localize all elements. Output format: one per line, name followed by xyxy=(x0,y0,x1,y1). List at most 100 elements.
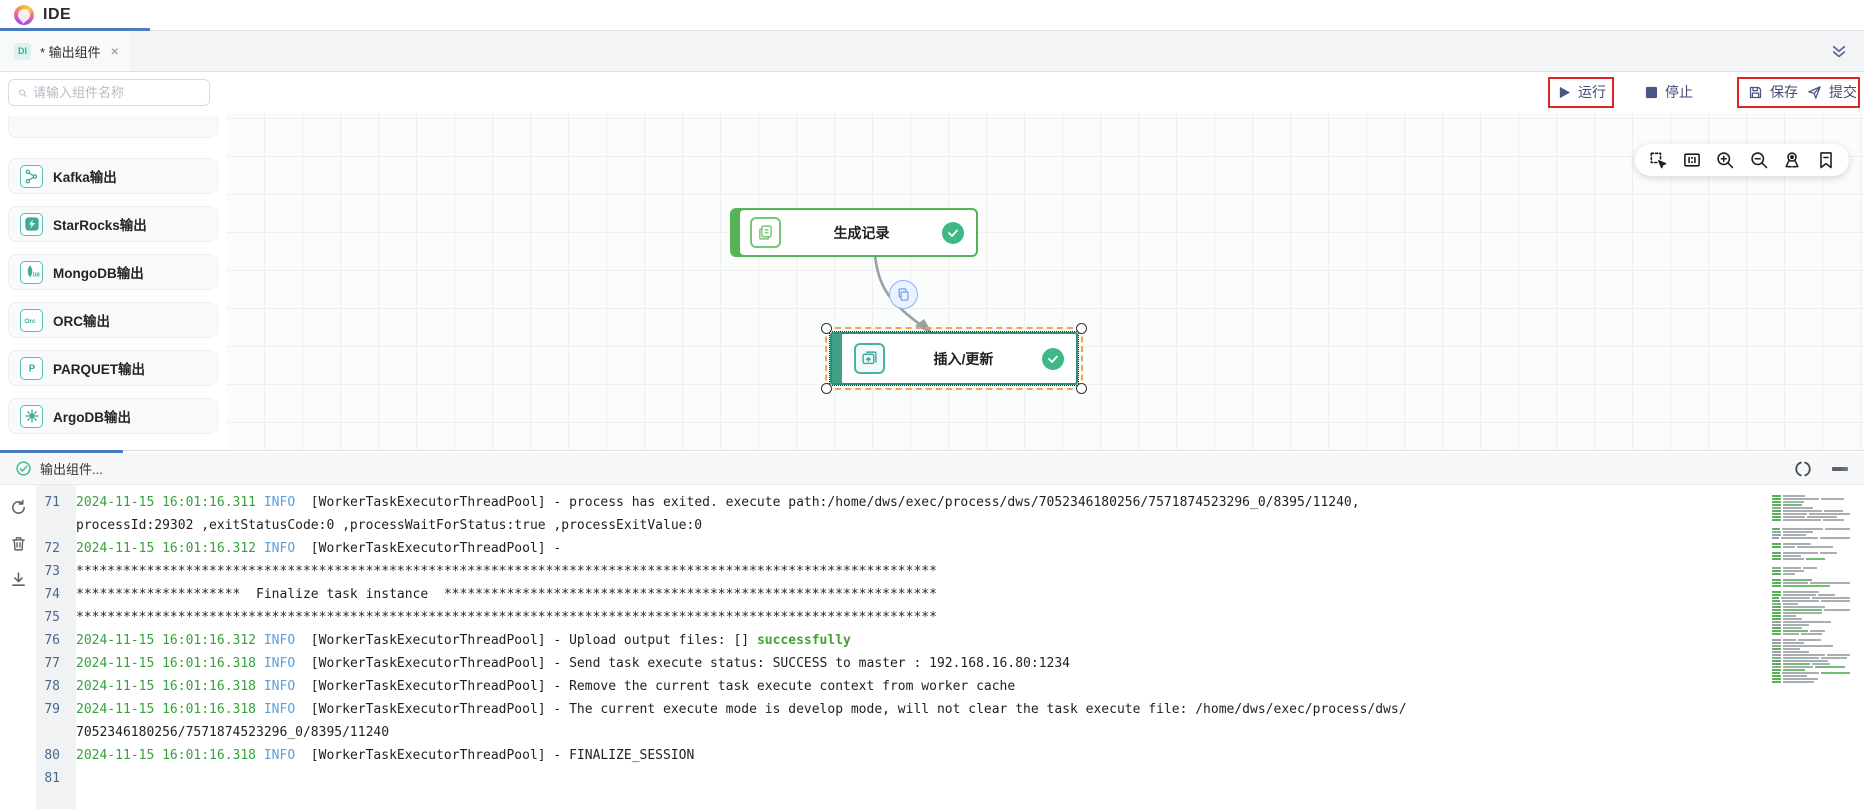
log-panel-tab[interactable]: 输出组件... xyxy=(15,459,103,478)
tab-close-icon[interactable]: × xyxy=(110,43,119,59)
component-search-box[interactable] xyxy=(8,79,210,106)
marquee-select-icon[interactable] xyxy=(1648,150,1668,170)
save-label: 保存 xyxy=(1770,84,1798,100)
svg-text:DB: DB xyxy=(32,273,39,279)
zoom-out-icon[interactable] xyxy=(1749,150,1769,170)
locate-icon[interactable] xyxy=(1782,150,1802,170)
flow-canvas[interactable]: 生成记录 插入/更新 xyxy=(227,112,1864,450)
upload-icon xyxy=(854,343,885,374)
component-item-label: ORC输出 xyxy=(53,314,110,329)
editor-tab-bar: DI * 输出组件 × xyxy=(0,31,1864,72)
run-label: 运行 xyxy=(1578,84,1606,100)
success-check-icon xyxy=(942,221,964,244)
resize-handle-se[interactable] xyxy=(1076,383,1087,394)
log-actions xyxy=(10,499,27,588)
run-button[interactable]: 运行 xyxy=(1558,77,1606,107)
run-toolbar: 运行 停止 保存 提交 xyxy=(227,72,1864,112)
bookmark-icon[interactable] xyxy=(1816,150,1836,170)
log-minimap[interactable] xyxy=(1772,495,1850,695)
log-row: 73**************************************… xyxy=(44,564,937,579)
submit-label: 提交 xyxy=(1829,84,1857,100)
component-item-starrocks[interactable]: StarRocks输出 xyxy=(8,206,218,242)
log-row: 75**************************************… xyxy=(44,610,937,625)
log-row: 7052346180256/7571874523296_0/8395/11240 xyxy=(76,725,390,740)
play-icon xyxy=(1559,86,1571,98)
success-check-icon xyxy=(1042,347,1064,370)
submit-icon xyxy=(1808,85,1821,99)
argodb-icon xyxy=(20,404,43,428)
search-icon xyxy=(18,88,27,97)
app-header: IDE xyxy=(0,0,1864,31)
frame-icon[interactable] xyxy=(1682,150,1702,170)
component-item-label: PARQUET输出 xyxy=(53,362,146,377)
log-panel-header: 输出组件... xyxy=(0,453,1864,485)
log-row: 74********************* Finalize task in… xyxy=(44,587,937,602)
component-item-label: MongoDB输出 xyxy=(53,266,144,281)
component-sidebar: Kafka输出 StarRocks输出 DB MongoDB输出 Orc ORC输出… xyxy=(0,72,227,450)
line-number-gutter xyxy=(36,485,76,809)
copy-icon xyxy=(898,288,909,301)
component-item-mongodb[interactable]: DB MongoDB输出 xyxy=(8,254,218,290)
annotation-box-run xyxy=(1548,77,1614,108)
component-item-kafka[interactable]: Kafka输出 xyxy=(8,158,218,194)
tab-title: * 输出组件 xyxy=(40,44,101,60)
svg-text:P: P xyxy=(28,364,35,375)
submit-button[interactable]: 提交 xyxy=(1807,77,1857,107)
component-item-label: Kafka输出 xyxy=(53,170,117,185)
edge-copy-badge[interactable] xyxy=(889,280,918,309)
resize-handle-sw[interactable] xyxy=(821,383,832,394)
zoom-in-icon[interactable] xyxy=(1715,150,1735,170)
di-badge: DI xyxy=(14,42,31,60)
auto-wrap-icon[interactable] xyxy=(1794,460,1812,478)
log-tab-label: 输出组件... xyxy=(40,462,103,477)
flow-edge[interactable] xyxy=(827,252,987,352)
search-input[interactable] xyxy=(33,85,209,100)
node-insert-update[interactable]: 插入/更新 xyxy=(830,332,1078,385)
component-item-partial[interactable] xyxy=(8,116,218,138)
document-stack-icon xyxy=(750,217,781,248)
collapse-all-chevron-icon[interactable] xyxy=(1830,43,1848,61)
log-row: 81 xyxy=(44,771,60,786)
node-label: 插入/更新 xyxy=(933,350,994,367)
minimize-icon[interactable] xyxy=(1832,467,1848,471)
clear-log-trash-icon[interactable] xyxy=(10,535,27,552)
header-active-indicator xyxy=(0,28,150,31)
orc-icon: Orc xyxy=(20,308,43,332)
node-generate-records[interactable]: 生成记录 xyxy=(730,208,978,257)
panel-active-indicator xyxy=(0,450,123,453)
canvas-toolbar xyxy=(1635,144,1849,176)
component-item-orc[interactable]: Orc ORC输出 xyxy=(8,302,218,338)
resize-handle-ne[interactable] xyxy=(1076,323,1087,334)
stop-button[interactable]: 停止 xyxy=(1645,77,1693,107)
component-item-argodb[interactable]: ArgoDB输出 xyxy=(8,398,218,434)
check-circle-icon xyxy=(16,461,31,476)
component-item-label: ArgoDB输出 xyxy=(53,410,131,425)
log-row: processId:29302 ,exitStatusCode:0 ,proce… xyxy=(76,518,703,533)
component-list: Kafka输出 StarRocks输出 DB MongoDB输出 Orc ORC输出… xyxy=(0,116,227,450)
editor-tab[interactable]: DI * 输出组件 × xyxy=(0,31,131,71)
component-item-label: StarRocks输出 xyxy=(53,218,147,233)
parquet-icon: P xyxy=(20,356,43,380)
resize-handle-nw[interactable] xyxy=(821,323,832,334)
annotation-box-save-submit xyxy=(1737,77,1860,108)
stop-label: 停止 xyxy=(1665,84,1693,100)
component-item-parquet[interactable]: P PARQUET输出 xyxy=(8,350,218,386)
node-selection-frame[interactable]: 插入/更新 xyxy=(821,323,1087,394)
mongodb-icon: DB xyxy=(20,260,43,284)
save-icon xyxy=(1749,86,1762,98)
refresh-icon[interactable] xyxy=(10,499,27,516)
kafka-icon xyxy=(20,164,43,188)
save-button[interactable]: 保存 xyxy=(1748,77,1798,107)
download-log-icon[interactable] xyxy=(10,571,27,588)
svg-text:Orc: Orc xyxy=(24,318,36,325)
node-label: 生成记录 xyxy=(833,224,890,241)
